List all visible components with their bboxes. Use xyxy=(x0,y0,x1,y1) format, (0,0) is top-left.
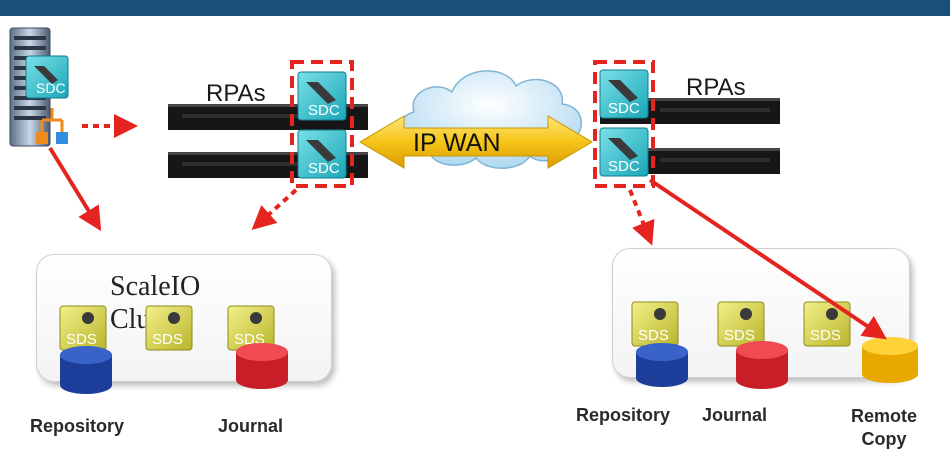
splitter-icon xyxy=(36,108,68,144)
right-rpas-label: RPAs xyxy=(686,74,746,101)
cluster-title-line1: ScaleIO xyxy=(110,271,201,302)
title-bar xyxy=(0,0,950,16)
ip-wan-double-arrow xyxy=(359,115,593,169)
left-journal-label: Journal xyxy=(218,416,284,436)
left-rpa-to-cluster-dotted-arrow xyxy=(251,188,298,231)
ip-wan-label: IP WAN xyxy=(413,129,501,157)
left-rpa-sdc-icon-1 xyxy=(297,71,347,121)
left-sds-label-2: SDS xyxy=(152,331,183,348)
right-sdc-label-2: SDC xyxy=(608,158,640,175)
left-rpas-label: RPAs xyxy=(206,80,266,107)
host-sdc-icon xyxy=(25,55,69,99)
right-repository-label: Repository xyxy=(576,405,671,425)
right-repository-disk xyxy=(636,343,688,387)
right-sds-label-3: SDS xyxy=(810,327,841,344)
right-rpa-sdc-icon-2 xyxy=(599,127,649,177)
right-rpa-group-outline xyxy=(593,60,655,188)
left-journal-disk xyxy=(236,343,288,389)
left-repository-disk xyxy=(60,346,112,394)
right-journal-label: Journal xyxy=(702,405,768,425)
right-sds-label-1: SDS xyxy=(638,327,669,344)
left-sds-icon-2 xyxy=(145,305,193,351)
right-sds-icon-2 xyxy=(717,301,765,347)
right-sds-icon-3 xyxy=(803,301,851,347)
left-sds-icon-3 xyxy=(227,305,275,351)
right-sds-label-2: SDS xyxy=(724,327,755,344)
right-journal-disk xyxy=(736,341,788,389)
right-rpa-sdc-icon-1 xyxy=(599,69,649,119)
left-sdc-label-2: SDC xyxy=(308,160,340,177)
left-sdc-label-1: SDC xyxy=(308,102,340,119)
remote-copy-disk xyxy=(862,337,918,383)
right-sdc-label-1: SDC xyxy=(608,100,640,117)
host-sdc-label: SDC xyxy=(36,80,66,96)
left-repository-label: Repository xyxy=(30,416,125,436)
right-rpa-to-cluster-dotted-arrow xyxy=(628,189,655,246)
left-rpa-group-outline xyxy=(290,60,354,188)
left-rpa-sdc-icon-2 xyxy=(297,129,347,179)
host-to-cluster-arrow xyxy=(48,146,102,232)
left-sds-label-1: SDS xyxy=(66,331,97,348)
right-sds-icon-1 xyxy=(631,301,679,347)
remote-copy-label: Remote Copy xyxy=(850,406,917,449)
right-rpa-to-remote-copy-arrow xyxy=(648,178,887,340)
